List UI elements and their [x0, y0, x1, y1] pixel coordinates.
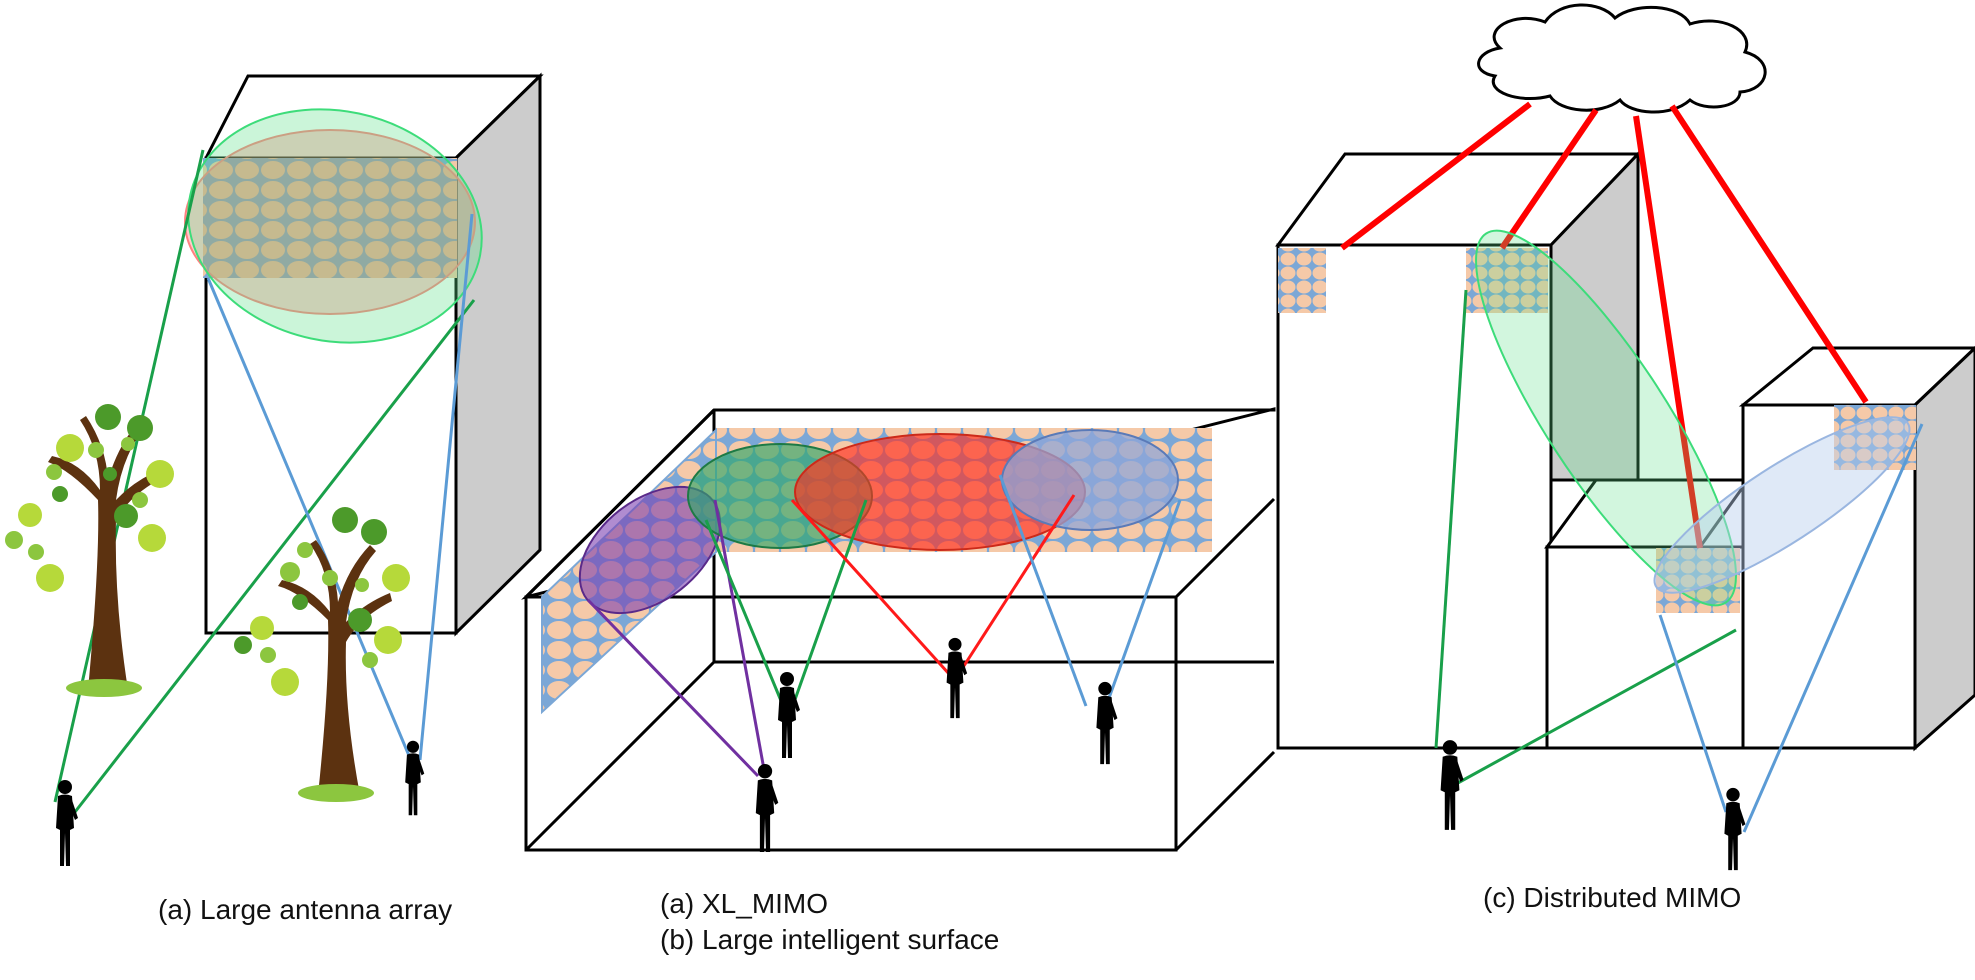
building-side	[1913, 345, 1975, 752]
backhaul-link	[1633, 115, 1703, 549]
blue-ray	[206, 277, 412, 759]
cloud-icon	[1477, 3, 1767, 114]
backhaul-link	[1340, 101, 1532, 251]
backhaul-link	[1499, 108, 1599, 250]
person-icon	[778, 672, 800, 758]
person-icon	[1096, 681, 1118, 765]
green-ray	[73, 299, 476, 813]
tree-icon	[5, 404, 174, 697]
caption-large-antenna-array: (a) Large antenna array	[158, 894, 453, 925]
building-side	[454, 72, 542, 637]
tree-icon	[234, 507, 410, 802]
purple-ray	[586, 598, 760, 778]
distributed-mimo-scene	[1275, 3, 1975, 871]
beam-green	[1475, 229, 1737, 607]
antenna-array	[1278, 248, 1326, 313]
person-icon	[755, 764, 779, 852]
blue-ray	[418, 213, 474, 761]
beam-blue	[1653, 416, 1911, 594]
green-ray	[1455, 628, 1737, 786]
building-front	[1276, 243, 1553, 750]
blue-ray	[998, 474, 1088, 707]
person-icon	[1440, 740, 1464, 830]
beam-blue	[1001, 429, 1179, 531]
antenna-array	[1834, 405, 1916, 470]
green-ray	[704, 519, 786, 709]
large-array-scene	[5, 72, 544, 866]
beam-green	[187, 108, 483, 344]
beam-red	[184, 129, 476, 315]
backhaul-link	[1669, 104, 1869, 404]
blue-ray	[1658, 614, 1728, 813]
blue-ray	[1102, 499, 1182, 713]
purple-ray	[713, 499, 767, 776]
caption-large-intelligent-surface: (b) Large intelligent surface	[660, 924, 1000, 955]
person-icon	[946, 637, 968, 719]
caption-xl-mimo: (a) XL_MIMO	[660, 888, 829, 919]
green-ray	[1434, 289, 1468, 749]
caption-distributed-mimo: (c) Distributed MIMO	[1483, 882, 1742, 913]
person-icon	[56, 780, 78, 866]
green-ray	[790, 499, 868, 709]
red-ray	[958, 494, 1076, 673]
blue-ray	[1742, 423, 1924, 833]
xl-mimo-scene	[521, 407, 1276, 852]
antenna-array	[1466, 248, 1548, 313]
antenna-array	[203, 158, 457, 278]
person-icon	[1724, 787, 1746, 871]
red-ray	[790, 498, 952, 677]
room-front	[524, 595, 1178, 852]
